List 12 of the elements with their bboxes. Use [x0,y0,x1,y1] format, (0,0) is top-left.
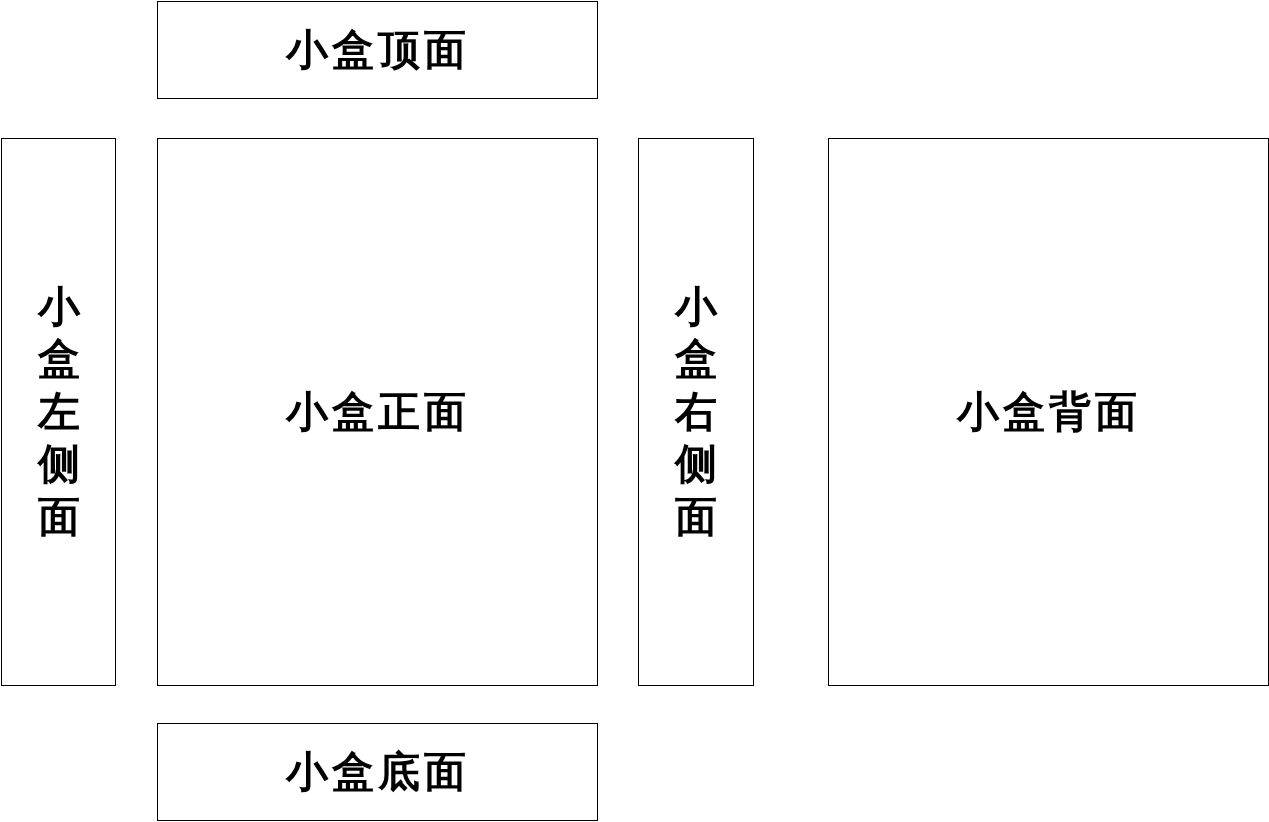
panel-label: 小盒底面 [285,746,470,798]
panel-label: 小盒顶面 [285,24,470,76]
panel-label: 小盒左侧面 [36,280,82,543]
panel-box [638,138,754,686]
panel-box [157,1,598,99]
panel-label: 小盒正面 [285,386,470,438]
panel-box [157,723,598,821]
panel-box [1,138,116,686]
panel-box [157,138,598,686]
panel-label: 小盒右侧面 [673,280,719,543]
panel-label: 小盒背面 [956,386,1141,438]
panel-box [828,138,1269,686]
